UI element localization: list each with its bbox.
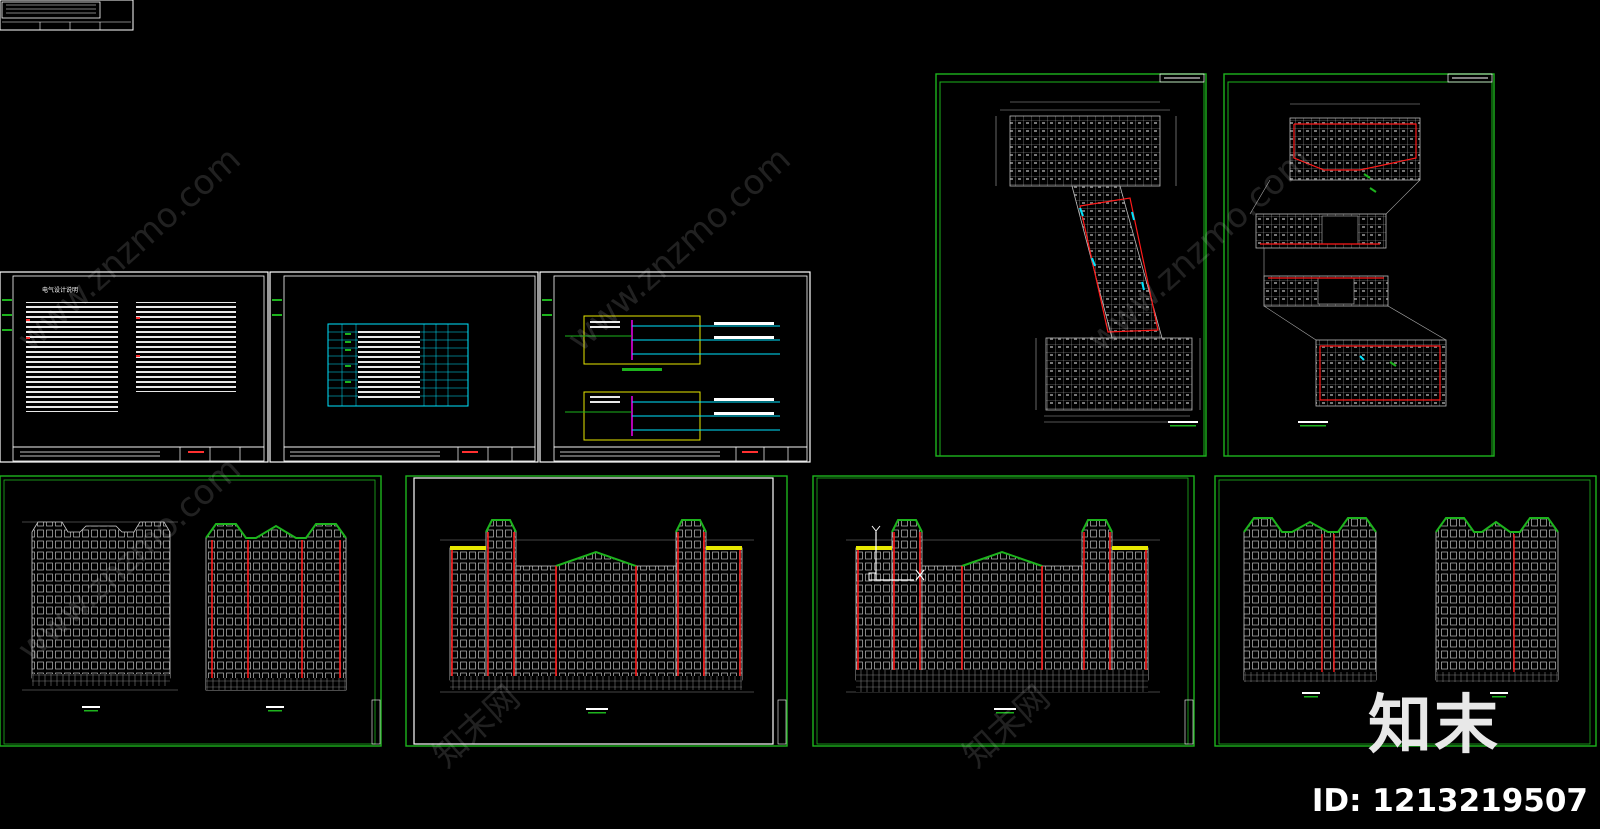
sheet-thumbnail-topleft[interactable] [0, 0, 134, 31]
sheet-elevation-1[interactable] [0, 475, 382, 747]
sheet-elevation-2[interactable] [405, 475, 788, 747]
sheet-electrical-notes[interactable]: 电气设计说明 [0, 271, 269, 463]
sheet-floor-plan-2[interactable] [1223, 73, 1495, 457]
sheet-system-diagram[interactable] [539, 271, 811, 463]
ucs-icon [868, 525, 925, 581]
sheet-floor-plan-1[interactable] [935, 73, 1207, 457]
image-id-label: ID: 1213219507 [1311, 783, 1588, 819]
sheet-elevation-4[interactable] [1214, 475, 1597, 747]
notes-sheet-title: 电气设计说明 [42, 286, 78, 294]
sheet-elevation-3[interactable] [812, 475, 1195, 747]
sheet-legend-table[interactable] [269, 271, 539, 463]
brand-watermark-logo: 知末 [1368, 689, 1500, 763]
